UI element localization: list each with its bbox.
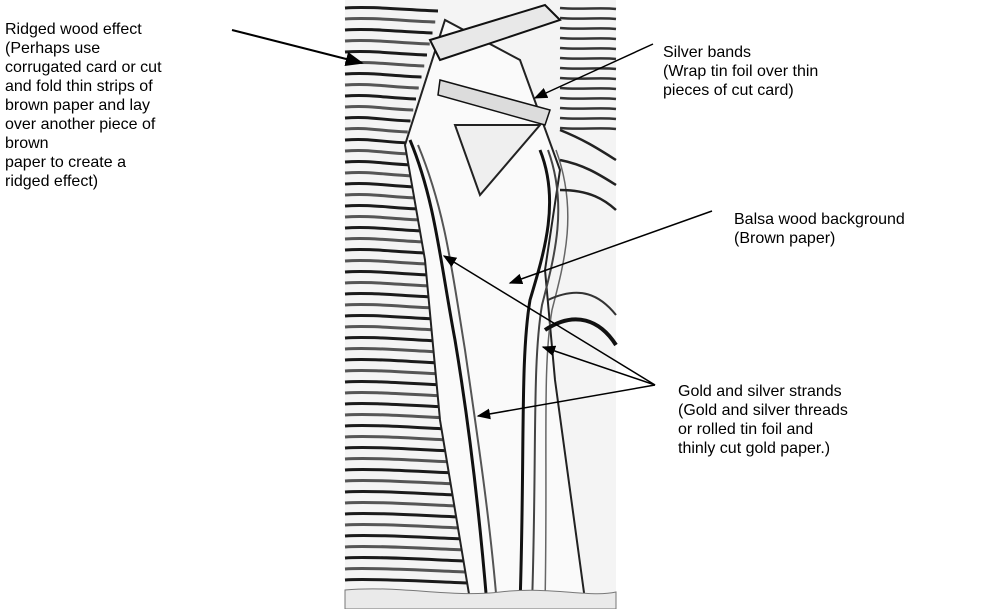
ridged-wood-line: (Perhaps use — [5, 39, 162, 58]
ridge-strip — [560, 88, 616, 89]
ridge-strip — [560, 78, 616, 79]
ridged-wood-label: Ridged wood effect (Perhaps use corrugat… — [5, 20, 162, 191]
ridged-wood-line: over another piece of — [5, 115, 162, 134]
ridge-strip — [560, 48, 616, 49]
ridge-strip — [560, 128, 616, 129]
ridge-strip — [560, 18, 616, 19]
ridged-wood-line: brown — [5, 134, 162, 153]
ridged-wood-line: paper to create a — [5, 153, 162, 172]
silver-bands-line: (Wrap tin foil over thin — [663, 62, 818, 81]
ridge-strip — [560, 68, 616, 69]
ridged-wood-line: Ridged wood effect — [5, 20, 162, 39]
ridge-strip — [560, 38, 616, 39]
gold-silver-strands-label: Gold and silver strands (Gold and silver… — [678, 382, 848, 458]
ridge-strip — [560, 108, 616, 109]
photo-panel — [345, 0, 616, 609]
ridged-wood-line: and fold thin strips of — [5, 77, 162, 96]
ridged-wood-line: brown paper and lay — [5, 96, 162, 115]
balsa-line: (Brown paper) — [734, 229, 905, 248]
ridge-strip — [560, 118, 616, 119]
arrow-ridged-wood — [232, 30, 362, 63]
silver-bands-line: Silver bands — [663, 43, 818, 62]
silver-bands-label: Silver bands (Wrap tin foil over thin pi… — [663, 43, 818, 100]
ridge-strip — [560, 28, 616, 29]
ridge-strip — [560, 8, 616, 9]
ridge-strip — [560, 58, 616, 59]
balsa-line: Balsa wood background — [734, 210, 905, 229]
ridged-wood-line: ridged effect) — [5, 172, 162, 191]
ridged-wood-line: corrugated card or cut — [5, 58, 162, 77]
strands-line: or rolled tin foil and — [678, 420, 848, 439]
strands-line: thinly cut gold paper.) — [678, 439, 848, 458]
balsa-background-label: Balsa wood background (Brown paper) — [734, 210, 905, 248]
strands-line: Gold and silver strands — [678, 382, 848, 401]
ridge-strip — [560, 98, 616, 99]
strands-line: (Gold and silver threads — [678, 401, 848, 420]
silver-bands-line: pieces of cut card) — [663, 81, 818, 100]
